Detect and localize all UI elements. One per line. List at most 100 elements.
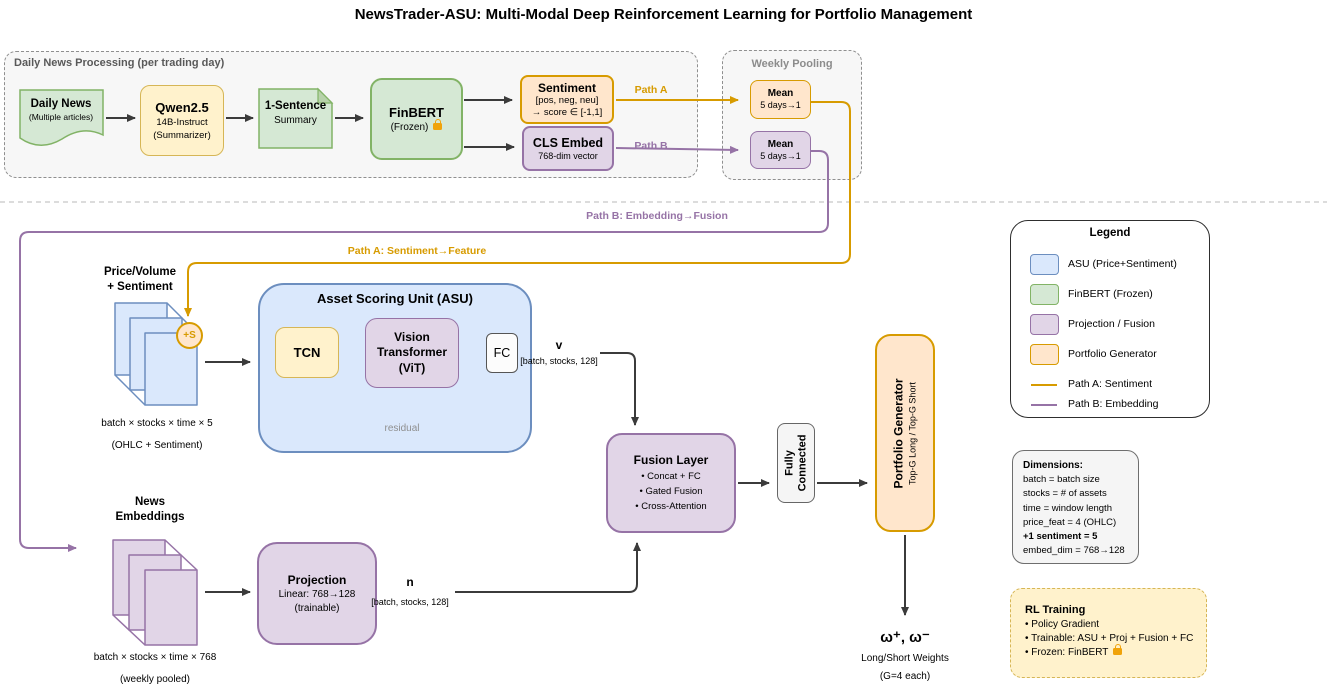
fully-connected-box: Fully Connected	[777, 423, 815, 503]
vit-line2: Transformer	[376, 345, 448, 360]
mean-a-line2: 5 days→1	[760, 100, 801, 110]
legend-swatch-projection	[1030, 314, 1059, 335]
news-input-label: News Embeddings	[95, 495, 205, 525]
legend-swatch-portfolio	[1030, 344, 1059, 365]
path-b-full-label: Path B: Embedding→Fusion	[586, 210, 728, 222]
news-tensor-caption: batch × stocks × time × 768 (weekly pool…	[75, 647, 235, 685]
fusion-title: Fusion Layer	[633, 453, 709, 467]
sentiment-line3: → score ∈ [-1,1]	[531, 106, 603, 118]
path-a-short-label: Path A	[634, 84, 668, 96]
projection-line3: (trainable)	[294, 602, 340, 614]
portfolio-generator-subtitle: Top-G Long / Top-G Short	[907, 381, 918, 485]
daily-news-node: Daily News (Multiple articles)	[16, 97, 106, 123]
price-input-label: Price/Volume + Sentiment	[85, 265, 195, 295]
vit-line1: Vision	[394, 329, 430, 344]
plus-sentiment-badge: +S	[176, 322, 203, 349]
legend-item-projection: Projection / Fusion	[1068, 318, 1155, 330]
legend-item-finbert: FinBERT (Frozen)	[1068, 288, 1153, 300]
portfolio-generator-box: Portfolio Generator Top-G Long / Top-G S…	[875, 334, 935, 532]
sentiment-line2: [pos, neg, neu]	[535, 95, 599, 106]
legend-path-a-line	[1031, 384, 1057, 386]
finbert-line2: (Frozen)	[390, 118, 443, 135]
output-line3: (G=4 each)	[879, 671, 931, 682]
dimensions-line1: batch = batch size	[1023, 474, 1100, 486]
page-title: NewsTrader-ASU: Multi-Modal Deep Reinfor…	[354, 6, 973, 23]
lock-icon	[1113, 644, 1123, 655]
price-tensor-caption: batch × stocks × time × 5 (OHLC + Sentim…	[77, 413, 237, 457]
fully-connected-line2: Connected	[796, 434, 808, 492]
v-to-fusion-arrow	[600, 352, 639, 426]
mean-sentiment-box: Mean 5 days→1	[750, 80, 811, 119]
daily-processing-label: Daily News Processing (per trading day)	[14, 57, 225, 69]
rl-frozen-label: • Frozen: FinBERT	[1025, 647, 1109, 658]
fully-connected-line1: Fully	[783, 450, 795, 476]
qwen-box: Qwen2.5 14B-Instruct (Summarizer)	[140, 85, 224, 156]
summary-title: 1-Sentence	[264, 100, 327, 112]
fusion-box: Fusion Layer • Concat + FC • Gated Fusio…	[606, 433, 736, 533]
projection-line2: Linear: 768→128	[278, 588, 356, 600]
n-to-fusion-arrow	[455, 542, 641, 593]
finbert-box: FinBERT (Frozen)	[370, 78, 463, 160]
daily-news-title: Daily News	[30, 98, 92, 110]
fusion-item1: • Concat + FC	[641, 471, 701, 482]
dimensions-line2: stocks = # of assets	[1023, 488, 1107, 500]
projection-title: Projection	[287, 572, 347, 587]
qwen-title: Qwen2.5	[155, 99, 209, 115]
legend-path-b-line	[1031, 404, 1057, 406]
vit-line3: (ViT)	[398, 360, 426, 375]
news-label-line1: News	[134, 496, 166, 508]
dimensions-line3: time = window length	[1023, 502, 1112, 514]
news-label-line2: Embeddings	[115, 511, 185, 523]
daily-news-subtitle: (Multiple articles)	[28, 112, 94, 122]
lock-icon	[433, 118, 443, 130]
legend-path-b-label: Path B: Embedding	[1068, 398, 1159, 410]
finbert-frozen-label: (Frozen)	[390, 121, 429, 133]
asu-title: Asset Scoring Unit (ASU)	[316, 291, 473, 306]
price-label-line1: Price/Volume	[103, 266, 176, 278]
legend-item-asu: ASU (Price+Sentiment)	[1068, 258, 1177, 270]
mean-b-line2: 5 days→1	[760, 150, 801, 161]
finbert-title: FinBERT	[389, 104, 444, 120]
dimensions-title: Dimensions:	[1023, 460, 1084, 471]
legend-path-a-label: Path A: Sentiment	[1068, 378, 1153, 390]
qwen-line2: 14B-Instruct	[156, 116, 208, 128]
rl-title: RL Training	[1025, 604, 1086, 616]
price-caption-line2: (OHLC + Sentiment)	[111, 440, 203, 451]
rl-item1: • Policy Gradient	[1025, 619, 1100, 630]
v-symbol: v	[555, 338, 563, 352]
price-caption-line1: batch × stocks × time × 5	[101, 418, 213, 429]
summary-node: 1-Sentence Summary	[259, 99, 332, 128]
dimensions-line5: +1 sentiment = 5	[1023, 531, 1098, 543]
cls-title: CLS Embed	[532, 135, 604, 150]
mean-embed-box: Mean 5 days→1	[750, 131, 811, 169]
dimensions-box: Dimensions: batch = batch size stocks = …	[1012, 450, 1139, 564]
cls-line2: 768-dim vector	[538, 150, 598, 161]
path-b-short-label: Path B	[634, 140, 668, 152]
legend-title: Legend	[1089, 227, 1131, 239]
fc-box: FC	[486, 333, 518, 373]
n-symbol: n	[406, 575, 414, 589]
price-tensor-cube	[114, 302, 198, 406]
mean-b-title: Mean	[767, 138, 794, 150]
price-label-line2: + Sentiment	[107, 281, 173, 293]
fusion-item3: • Cross-Attention	[635, 501, 707, 512]
n-shape: [batch, stocks, 128]	[371, 597, 449, 607]
v-shape: [batch, stocks, 128]	[520, 356, 598, 366]
rl-item2: • Trainable: ASU + Proj + Fusion + FC	[1025, 633, 1194, 644]
rl-training-box: RL Training • Policy Gradient • Trainabl…	[1010, 588, 1207, 678]
news-tensor-cube	[112, 539, 198, 646]
dimensions-line6: embed_dim = 768→128	[1023, 545, 1125, 557]
sentiment-box: Sentiment [pos, neg, neu] → score ∈ [-1,…	[520, 75, 614, 124]
legend-swatch-asu	[1030, 254, 1059, 275]
mean-a-title: Mean	[767, 88, 794, 99]
path-a-full-label: Path A: Sentiment→Feature	[347, 245, 487, 257]
residual-label: residual	[384, 423, 420, 434]
projection-box: Projection Linear: 768→128 (trainable)	[257, 542, 377, 645]
vit-box: Vision Transformer (ViT)	[365, 318, 459, 388]
sentiment-title: Sentiment	[537, 81, 596, 95]
tcn-label: TCN	[293, 345, 321, 360]
legend-item-portfolio: Portfolio Generator	[1068, 348, 1157, 360]
tcn-box: TCN	[275, 327, 339, 378]
cls-embed-box: CLS Embed 768-dim vector	[522, 126, 614, 171]
